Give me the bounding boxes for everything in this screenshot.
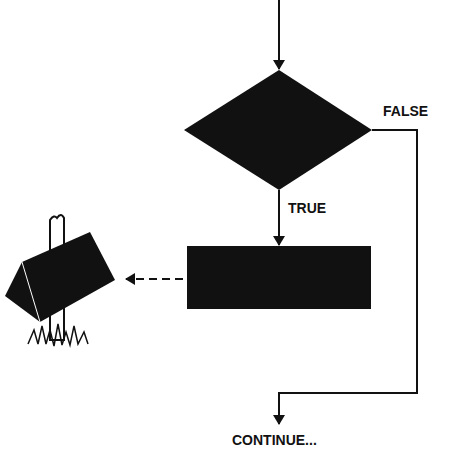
entry-arrow (278, 0, 280, 69)
decision-diamond (184, 70, 372, 190)
branch-label: TRUE (288, 200, 326, 216)
branch-label: FALSE (383, 103, 428, 119)
dashed-arrow (126, 278, 183, 280)
continue-label: CONTINUE... (232, 432, 317, 448)
signpost-illustration (5, 215, 115, 346)
process-box (187, 246, 371, 309)
true-arrow (278, 190, 280, 245)
false-path (279, 130, 417, 424)
